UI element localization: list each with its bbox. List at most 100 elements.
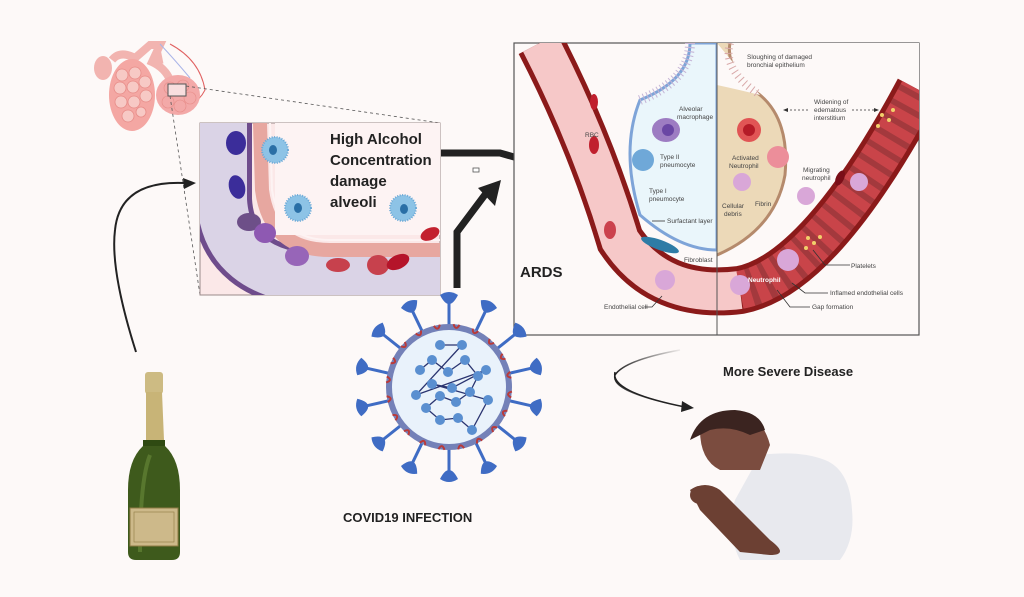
spike-head [529, 398, 542, 417]
spike-stalk [507, 366, 532, 376]
membrane-protein [499, 353, 506, 361]
zoom-line-top [185, 85, 441, 124]
membrane-protein [452, 323, 461, 329]
label-widening-2: edematous [814, 107, 847, 114]
membrane-protein [433, 324, 441, 330]
spike-head [512, 322, 527, 338]
alcohol-title-line-4: alveoli [330, 194, 377, 211]
nucleocapsid [443, 367, 453, 377]
spike-stalk [366, 366, 391, 376]
label-fibrin: Fibrin [755, 201, 772, 208]
nucleocapsid [421, 403, 431, 413]
membrane-protein [471, 328, 479, 335]
spike-stalk [366, 398, 391, 408]
severe-disease-label: More Severe Disease [723, 364, 853, 379]
label-neutrophil: Neutrophil [748, 277, 781, 284]
label-sloughing-1: Sloughing of damaged [747, 54, 812, 61]
membrane-protein [415, 330, 423, 337]
champagne-bottle-icon [128, 372, 180, 560]
nucleocapsid [467, 425, 477, 435]
spike-head [440, 292, 458, 304]
zoom-line-bottom [169, 95, 201, 296]
label-cellular-debris-1: Cellular [722, 203, 745, 210]
ards-label: ARDS [520, 264, 563, 281]
label-alveolar-macrophage-2: macrophage [677, 114, 714, 121]
label-inflamed-endothelial: Inflamed endothelial cells [830, 290, 904, 297]
spike-head [371, 322, 386, 338]
label-endothelial: Endothelial cell [604, 304, 648, 311]
membrane-protein [437, 445, 446, 451]
lung-alveoli-icon [94, 41, 206, 131]
coronavirus-icon [356, 292, 542, 482]
nucleocapsid [415, 365, 425, 375]
label-type2-1: Type II [660, 154, 680, 161]
spike-stalk [494, 333, 516, 351]
label-type1-2: pneumocyte [649, 196, 685, 203]
spike-stalk [411, 310, 425, 334]
label-gap-formation: Gap formation [812, 304, 854, 311]
membrane-protein [457, 444, 465, 450]
spike-head [400, 461, 418, 475]
coughing-person-icon [690, 410, 853, 560]
spike-stalk [382, 423, 404, 441]
nucleocapsid [457, 340, 467, 350]
label-migrating-neutrophil-1: Migrating [803, 167, 830, 174]
covid-label: COVID19 INFECTION [343, 510, 472, 525]
spike-head [480, 299, 498, 313]
label-alveolar-macrophage-1: Alveolar [679, 106, 703, 113]
label-fibroblast: Fibroblast [684, 257, 713, 264]
spike-head [400, 299, 418, 313]
nucleocapsid [460, 355, 470, 365]
label-surfactant: Surfactant layer [667, 218, 713, 225]
alveolus-zoom-panel [199, 122, 441, 296]
label-cellular-debris-2: debris [724, 211, 742, 218]
alcohol-title-line-2: Concentration [330, 152, 432, 169]
ards-panel: RBC Alveolar macrophage Type II pneumocy… [513, 42, 920, 336]
nucleocapsid [411, 390, 421, 400]
membrane-protein [419, 439, 427, 446]
nucleocapsid [465, 387, 475, 397]
nucleocapsid [473, 371, 483, 381]
label-widening-1: Widening of [814, 99, 849, 106]
zoom-region-box [167, 83, 187, 97]
spike-head [371, 436, 386, 452]
nucleocapsid [435, 415, 445, 425]
label-type2-2: pneumocyte [660, 162, 696, 169]
alcohol-title-line-3: damage [330, 173, 387, 190]
membrane-protein [390, 357, 397, 365]
membrane-protein [475, 437, 483, 444]
membrane-protein [385, 375, 391, 384]
nucleocapsid [453, 413, 463, 423]
bottle-to-alveoli-arrow [113, 181, 186, 353]
label-platelets: Platelets [851, 263, 877, 270]
nucleocapsid [435, 391, 445, 401]
label-widening-3: interstitium [814, 115, 845, 122]
spike-head [512, 436, 527, 452]
nucleocapsid [427, 379, 437, 389]
nucleocapsid [427, 355, 437, 365]
membrane-protein [506, 371, 512, 379]
spike-stalk [473, 310, 487, 334]
spike-stalk [507, 398, 532, 408]
membrane-protein [507, 390, 513, 399]
spike-head [440, 470, 458, 482]
label-migrating-neutrophil-2: neutrophil [802, 175, 831, 182]
membrane-protein [487, 338, 495, 345]
label-type1-1: Type I [649, 188, 667, 195]
spike-stalk [494, 423, 516, 441]
membrane-protein [392, 413, 399, 421]
membrane-protein [501, 409, 508, 417]
membrane-protein [491, 425, 498, 433]
label-activated-neutrophil-2: Neutrophil [729, 163, 759, 170]
spike-head [356, 357, 369, 376]
label-activated-neutrophil-1: Activated [732, 155, 759, 162]
membrane-protein [403, 429, 411, 436]
spike-head [356, 398, 369, 417]
spike-stalk [473, 440, 487, 464]
nucleocapsid [451, 397, 461, 407]
membrane-protein [400, 341, 407, 349]
spike-head [480, 461, 498, 475]
nucleocapsid [435, 340, 445, 350]
nucleocapsid [447, 383, 457, 393]
